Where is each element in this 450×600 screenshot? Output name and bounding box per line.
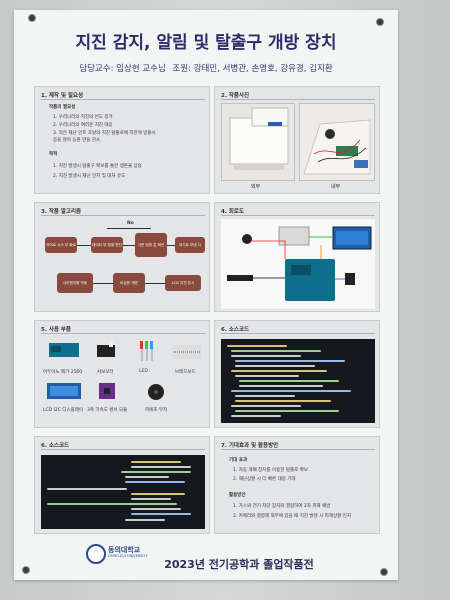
flow-node: 사이렌이용 작동 (57, 273, 93, 293)
section-title: 1. 제작 및 필요성 (41, 93, 84, 99)
flow-node: 자이로 시스 부 회로 (45, 237, 77, 253)
device-exterior-image (222, 104, 294, 180)
need-item: 1. 우리나라의 지진의 빈도 증가 (53, 115, 113, 120)
accelerometer-image (99, 383, 115, 399)
divider (41, 215, 205, 216)
use-item: 2. 카메라와 결합해 외부에 있을 때 지진 발생 시 피해상황 인지 (233, 514, 351, 519)
section-effects: 7. 기대효과 및 활용방안 기대 효과 1. 자동 개폐 장치를 이용한 탈출… (214, 436, 380, 534)
section-need: 1. 제작 및 필요성 작품의 필요성 1. 우리나라의 지진의 빈도 증가 2… (34, 86, 210, 194)
part-label: LCD I2C 디스플레이 (43, 408, 84, 413)
flow-node: LCD 지진 표시 (165, 275, 201, 291)
university-name: 동의대학교 (108, 546, 141, 554)
section-photos: 2. 작품사진 외부 내부 (214, 86, 380, 194)
purpose-item: 1. 지진 발생시 탈출구 확보를 통한 생존율 상승 (53, 164, 142, 169)
flow-arrow (167, 245, 175, 246)
advisor: 담당교수: 임상현 교수님 (79, 64, 166, 74)
need-item: 응을 않아 능원 만을 감소 (53, 138, 101, 143)
servo-motor-image (97, 341, 115, 357)
use-heading: 활용방안 (229, 493, 246, 498)
caption-outside: 외부 (251, 184, 261, 190)
purpose-heading: 목적 (49, 152, 58, 157)
pushpin (380, 568, 388, 576)
photo-outside (221, 103, 295, 181)
section-title: 2. 작품사진 (221, 93, 250, 99)
university-sub: DONG-EUI UNIVERSITY (108, 554, 148, 558)
flow-arrow (123, 245, 135, 246)
lcd-display-image (47, 383, 81, 399)
effect-item: 2. 재난상황 시 더 빠른 대응 기대 (233, 477, 296, 482)
effect-heading: 기대 효과 (229, 458, 248, 463)
section-circuit: 4. 회로도 (214, 202, 380, 312)
piezo-buzzer-image (148, 384, 164, 400)
divider (41, 333, 205, 334)
section-title: 5. 사용 부품 (41, 327, 71, 333)
need-item: 2. 우리나라의 여러운 지진 대응 (53, 123, 113, 128)
section-title: 6. 소스코드 (41, 443, 70, 449)
flow-arrow (93, 283, 113, 284)
members: 조원: 강태민, 서병관, 손영호, 강유경, 김지환 (172, 64, 333, 74)
section-title: 4. 회로도 (221, 209, 245, 215)
divider (41, 449, 205, 450)
effect-item: 1. 자동 개폐 장치를 이용한 탈출로 확보 (233, 468, 308, 473)
flow-arrow (107, 228, 151, 229)
divider (221, 215, 375, 216)
flow-node: 데이터 부 범위 판단 (91, 237, 123, 253)
divider (41, 99, 205, 100)
flow-node: 비상문 개방 (113, 273, 145, 293)
divider (221, 449, 375, 450)
photo-inside (299, 103, 375, 181)
part-label: 서보모터 (97, 370, 114, 375)
device-interior-image (300, 104, 374, 180)
flow-no-label: No (127, 221, 134, 226)
part-label: 아두이노 메가 2560 (43, 370, 83, 375)
section-title: 6. 소스코드 (221, 327, 250, 333)
need-item: 3. 작은 재난 인프 호탈의 지진 탈출로에 지만에 방출시 (53, 131, 156, 136)
divider (221, 333, 375, 334)
poster-authors: 담당교수: 임상현 교수님 조원: 강태민, 서병관, 손영호, 강유경, 김지… (14, 62, 398, 74)
flow-node: 기준 범위 값 확인 (135, 233, 167, 257)
flow-arrow (77, 245, 91, 246)
part-label: 피에조 부저 (145, 408, 168, 413)
footer-title: 2023년 전기공학과 졸업작품전 (164, 558, 314, 571)
section-source-code-2: 6. 소스코드 (34, 436, 210, 534)
section-title: 7. 기대효과 및 활용방안 (221, 443, 279, 449)
poster: 지진 감지, 알림 및 탈출구 개방 장치 담당교수: 임상현 교수님 조원: … (14, 10, 398, 580)
pushpin (22, 566, 30, 574)
part-label: 3축 가속도 센서 모듈 (87, 408, 128, 413)
university-logo-icon (86, 544, 106, 564)
section-source-code: 6. 소스코드 (214, 320, 380, 428)
purpose-item: 2. 지진 발생시 재난 인지 및 대처 유도 (53, 174, 126, 179)
led-image (140, 341, 153, 361)
section-title: 3. 작품 알고리즘 (41, 209, 82, 215)
code-screenshot (221, 339, 375, 423)
code-screenshot (41, 455, 205, 529)
breadboard-image (173, 345, 201, 359)
section-parts: 5. 사용 부품 아두이노 메가 2560 서보모터 LED 브레드보드 LCD… (34, 320, 210, 428)
circuit-diagram-image (221, 219, 375, 309)
need-heading: 작품의 필요성 (49, 105, 76, 110)
caption-inside: 내부 (331, 184, 341, 190)
flow-node: 여기로 보낸 다 (175, 237, 205, 253)
part-label: 브레드보드 (175, 370, 196, 375)
use-item: 1. 가스와 전기 차단 장치와 결합하여 2차 피해 예방 (233, 504, 331, 509)
part-label: LED (139, 369, 148, 374)
pushpin (28, 14, 36, 22)
arduino-mega-image (49, 343, 79, 357)
flow-arrow (145, 283, 165, 284)
poster-title: 지진 감지, 알림 및 탈출구 개방 장치 (75, 33, 337, 53)
pushpin (376, 18, 384, 26)
section-algorithm: 3. 작품 알고리즘 No 자이로 시스 부 회로 데이터 부 범위 판단 기준… (34, 202, 210, 312)
divider (221, 99, 375, 100)
